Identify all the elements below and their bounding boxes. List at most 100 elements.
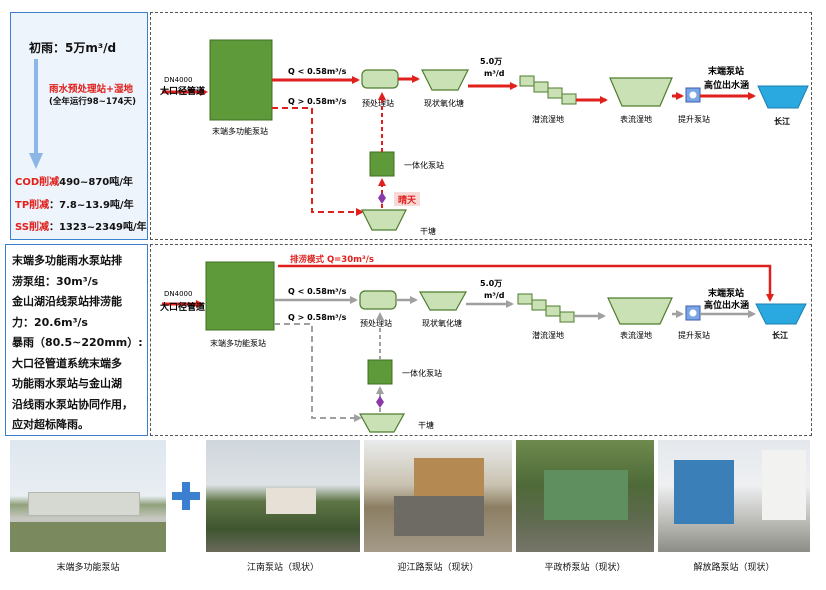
outlet-sub: 高位出水涵 [704, 299, 749, 311]
drain-line: 沿线雨水泵站协同作用， [12, 397, 133, 411]
drain-mode-label: 排涝模式 Q=30m³/s [290, 254, 374, 265]
photo-caption: 末端多功能泵站 [56, 563, 120, 573]
pipe-name: 大口径管道 [160, 301, 205, 313]
pump-station-box [209, 39, 273, 121]
outlet-sub: 高位出水涵 [704, 79, 749, 91]
pump-station-label: 末端多功能泵站 [212, 126, 268, 136]
integrated-station-label: 一体化泵站 [404, 160, 444, 170]
drain-line: 大口径管道系统末端多 [12, 356, 122, 370]
surface-wetland-label: 表流湿地 [620, 114, 652, 124]
dry-pond-label: 干塘 [418, 420, 434, 430]
photo-caption: 江南泵站（现状） [246, 563, 319, 573]
surface-wetland-label: 表流湿地 [620, 330, 652, 340]
integrated-station-box [369, 151, 395, 177]
drain-line: 应对超标降雨。 [12, 418, 89, 431]
outlet-title: 末端泵站 [707, 287, 744, 299]
valve-icon [378, 192, 386, 204]
q-high-label: Q > 0.58m³/s [288, 97, 347, 106]
system-label: 雨水预处理站+湿地 [49, 84, 133, 95]
flow-value: 5.0万 [480, 57, 502, 66]
photo-yingjiang-station [364, 440, 512, 552]
pipe-spec: DN4000 [164, 290, 192, 298]
pipe-spec: DN4000 [164, 76, 192, 84]
photo-caption: 平政桥泵站（现状） [544, 563, 626, 573]
diagram-bottom-frame [150, 244, 812, 436]
dry-pond-label: 干塘 [420, 226, 436, 236]
valve-icon [376, 396, 384, 408]
outlet-title: 末端泵站 [707, 65, 744, 77]
pretreatment-label: 预处理站 [360, 318, 392, 328]
drain-text-block: 末端多功能雨水泵站排 涝泵组：30m³/s 金山湖沿线泵站排涝能 力：20.6m… [12, 251, 143, 436]
cod-label: COD削减 [15, 177, 60, 188]
initial-rain-label: 初雨：5万m³/d [29, 41, 117, 55]
lift-station-dot [689, 309, 697, 317]
sunny-badge [394, 192, 420, 206]
q-low-label: Q < 0.58m³/s [288, 67, 347, 76]
subsurface-wetland [519, 75, 577, 105]
down-arrow-icon [29, 59, 43, 169]
photo-jiangnan-station [206, 440, 360, 552]
oxidation-pond [421, 69, 469, 91]
river-icon [757, 85, 809, 109]
photo-caption: 解放路泵站（现状） [693, 563, 775, 573]
plus-icon [172, 482, 200, 510]
drain-line: 功能雨水泵站与金山湖 [12, 377, 122, 390]
integrated-station-label: 一体化泵站 [402, 368, 442, 378]
subsurface-wetland-label: 潜流湿地 [532, 114, 564, 124]
photo-terminal-station [10, 440, 166, 552]
oxidation-pond [418, 291, 468, 311]
oxidation-pond-label: 现状氧化塘 [424, 98, 464, 108]
diagram-bottom: 排涝模式 Q=30m³/s DN4000 大口径管道 末端多功能泵站 Q < 0… [160, 254, 807, 433]
drain-line: 力：20.6m³/s [12, 315, 88, 329]
river-label: 长江 [774, 116, 790, 126]
lift-station-label: 提升泵站 [678, 114, 710, 124]
river-label: 长江 [772, 330, 788, 340]
flow-high [272, 107, 364, 216]
diagram-top-frame [150, 12, 812, 240]
summary-panel-top: 初雨：5万m³/d 雨水预处理站+湿地 (全年运行98~174天) COD削减4… [10, 12, 148, 240]
river-icon [755, 303, 807, 325]
subsurface-wetland-label: 潜流湿地 [532, 330, 564, 340]
pump-station-box [205, 261, 275, 331]
drain-line: 涝泵组：30m³/s [12, 274, 99, 288]
lift-station-label: 提升泵站 [678, 330, 710, 340]
oxidation-pond-label: 现状氧化塘 [422, 318, 462, 328]
dry-pond [358, 413, 406, 433]
tp-label: TP削减 [15, 200, 50, 211]
annual-label: (全年运行98~174天) [49, 97, 136, 107]
summary-panel-bottom: 末端多功能雨水泵站排 涝泵组：30m³/s 金山湖沿线泵站排涝能 力：20.6m… [5, 244, 148, 436]
diagram-top: DN4000 大口径管道 末端多功能泵站 Q < 0.58m³/s Q > 0.… [160, 39, 809, 236]
photo-caption: 迎江路泵站（现状） [397, 563, 479, 573]
surface-wetland [609, 77, 673, 107]
integrated-station-box [367, 359, 393, 385]
q-high-label: Q > 0.58m³/s [288, 313, 347, 322]
drain-line: 金山湖沿线泵站排涝能 [12, 295, 122, 308]
dry-pond [361, 209, 407, 231]
subsurface-wetland [517, 293, 575, 323]
drain-line: 末端多功能雨水泵站排 [12, 254, 122, 267]
cod-value: 490~870吨/年 [59, 177, 133, 188]
photo-jiefanglu-station [658, 440, 810, 552]
flow-unit: m³/d [484, 69, 505, 78]
pretreatment-box [361, 69, 399, 89]
lift-station-dot [689, 91, 697, 99]
flow-high [274, 323, 362, 422]
q-low-label: Q < 0.58m³/s [288, 287, 347, 296]
flow-unit: m³/d [484, 291, 505, 300]
drain-mode-line [278, 264, 774, 302]
tp-value: ：7.8~13.9吨/年 [49, 200, 134, 211]
ss-value: ：1323~2349吨/年 [48, 222, 147, 233]
drain-line: 暴雨（80.5~220mm）: [12, 336, 143, 349]
cod-row: COD削减490~870吨/年 [15, 173, 133, 188]
pretreatment-label: 预处理站 [362, 98, 394, 108]
tp-row: TP削减：7.8~13.9吨/年 [15, 196, 134, 211]
pipe-name: 大口径管道 [160, 85, 205, 97]
pump-station-label: 末端多功能泵站 [210, 338, 266, 348]
ss-row: SS削减：1323~2349吨/年 [15, 218, 147, 233]
pretreatment-box [359, 290, 397, 310]
ss-label: SS削减 [15, 222, 49, 233]
sunny-label: 晴天 [398, 194, 417, 206]
surface-wetland [607, 297, 673, 325]
photo-pingzhengqiao-station [516, 440, 654, 552]
flow-value: 5.0万 [480, 279, 502, 288]
